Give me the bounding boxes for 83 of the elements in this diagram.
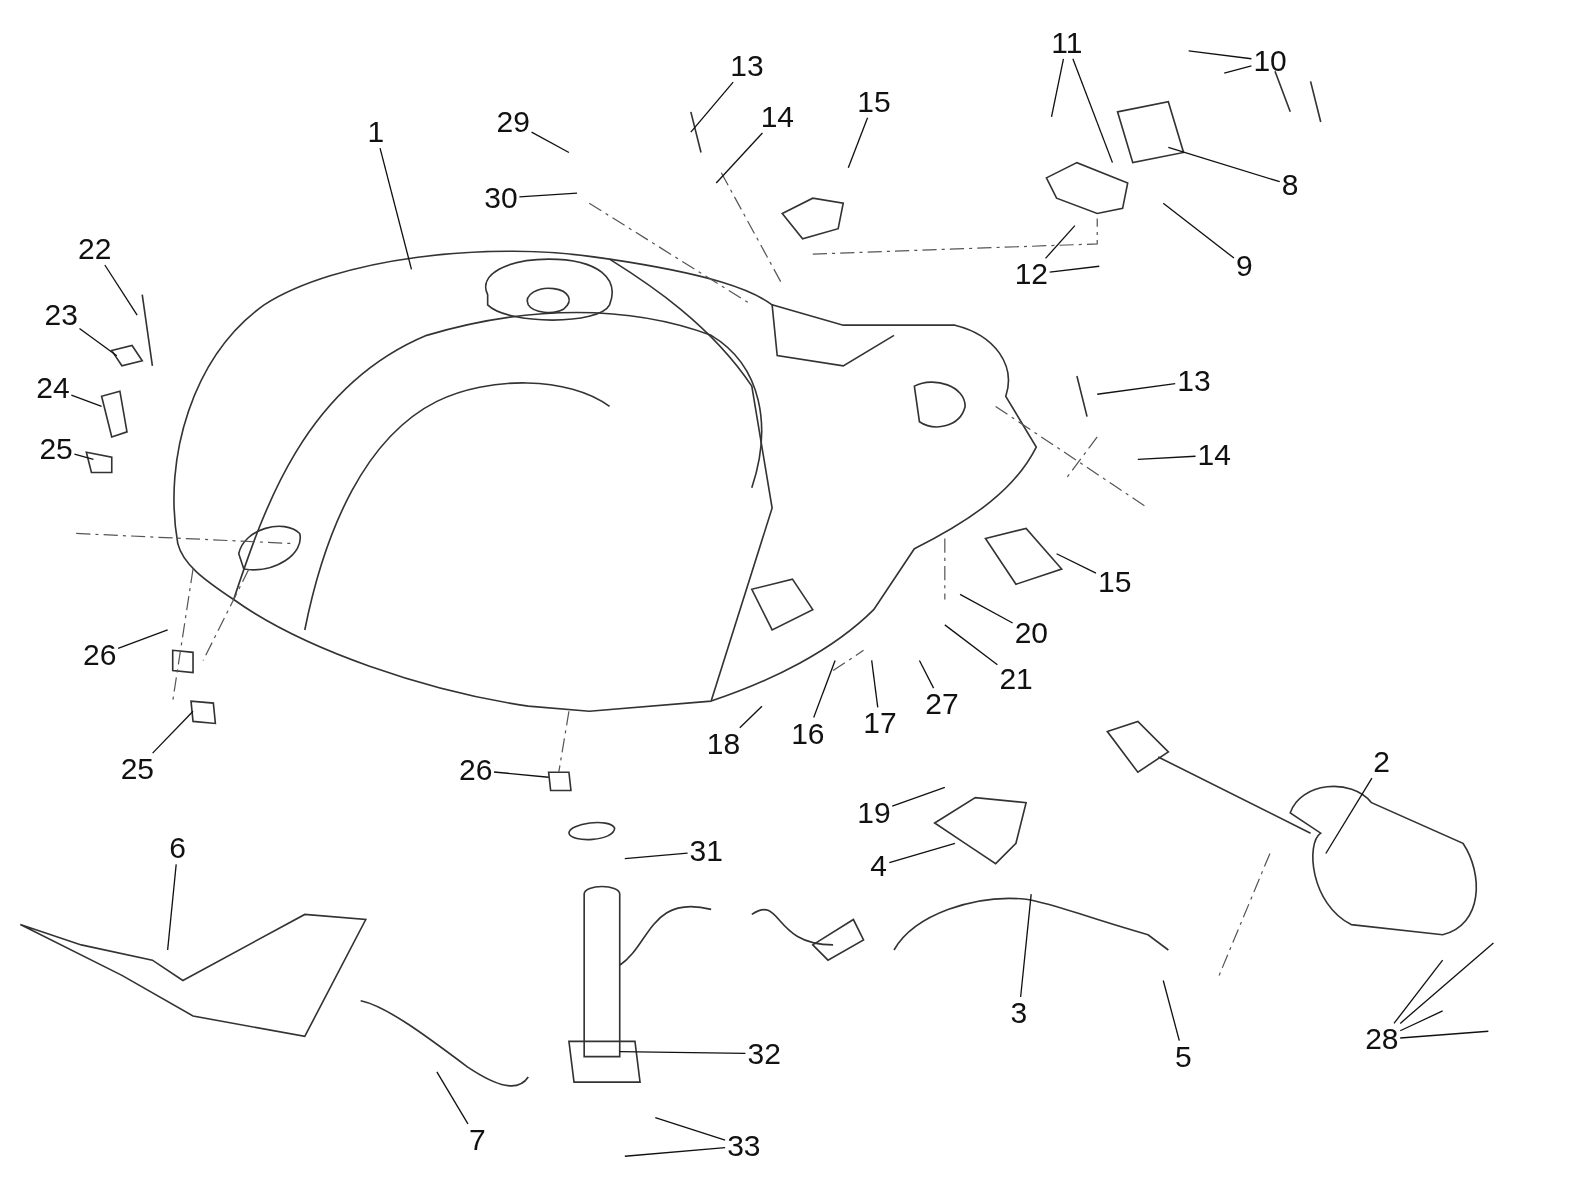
leader-line (436, 1071, 469, 1125)
leader-line (690, 81, 734, 133)
leader-line (654, 1116, 726, 1141)
callout-number: 26 (458, 755, 493, 786)
leader-line (1162, 979, 1180, 1042)
leader-line (1055, 553, 1097, 574)
callout-number: 30 (484, 183, 518, 214)
leader-line (1044, 224, 1076, 260)
callout-number: 20 (1014, 617, 1049, 648)
callout-number: 27 (925, 689, 959, 720)
callout-number: 24 (36, 373, 70, 404)
callout-number: 17 (863, 708, 897, 739)
callout-number: 31 (689, 836, 723, 867)
callout-number: 16 (791, 718, 825, 749)
leader-line (1050, 58, 1065, 118)
leader-line (619, 1050, 747, 1054)
leader-line (1137, 455, 1197, 460)
leader-line (1096, 382, 1176, 395)
leader-line (166, 863, 177, 951)
leader-line (888, 842, 956, 864)
callout-number: 1 (367, 117, 385, 148)
leader-line (624, 1147, 726, 1157)
leader-line (891, 786, 946, 807)
leader-line (530, 131, 570, 154)
leader-line (379, 147, 413, 270)
callout-number: 4 (870, 850, 887, 881)
leader-line (73, 453, 95, 460)
callout-number: 18 (706, 728, 741, 759)
callout-number: 3 (1010, 997, 1028, 1028)
leader-line (1188, 50, 1253, 60)
leader-line (1167, 146, 1281, 183)
leader-line (624, 852, 689, 860)
callout-number: 28 (1365, 1024, 1399, 1055)
callout-number: 23 (44, 299, 78, 330)
leader-line (813, 659, 836, 719)
leader-line (959, 593, 1014, 624)
leader-line (1325, 777, 1373, 855)
leader-line (1399, 942, 1495, 1025)
callout-number: 26 (83, 640, 117, 671)
leader-line (493, 771, 550, 778)
leader-line (117, 629, 169, 650)
leader-line (78, 327, 118, 357)
callout-number: 15 (1098, 567, 1132, 598)
callout-number: 9 (1236, 251, 1253, 282)
callout-number: 12 (1014, 259, 1049, 290)
callout-number: 8 (1281, 169, 1299, 200)
leader-line (518, 192, 578, 198)
leader-line (1223, 65, 1253, 74)
callout-number: 11 (1051, 27, 1083, 58)
callout-number: 25 (120, 754, 154, 785)
callout-number: 13 (730, 51, 764, 82)
leader-line (1019, 893, 1032, 998)
leader-line (1399, 1010, 1444, 1032)
callout-number: 29 (496, 106, 530, 137)
leader-line (871, 659, 879, 709)
callout-number: 2 (1373, 746, 1390, 777)
callout-number: 19 (857, 797, 891, 828)
callout-number: 32 (747, 1038, 781, 1069)
callout-number: 6 (169, 833, 186, 864)
callout-number: 14 (760, 101, 795, 132)
callout-number: 33 (727, 1131, 761, 1161)
leader-line (847, 117, 869, 169)
callout-number: 5 (1175, 1041, 1192, 1072)
callout-number: 7 (469, 1124, 486, 1155)
leader-line (104, 264, 138, 316)
callout-number: 10 (1253, 45, 1287, 76)
leader-line (918, 659, 935, 689)
leader-line (1162, 202, 1235, 259)
callout-number: 22 (77, 233, 112, 264)
callout-number: 21 (999, 663, 1033, 694)
callout-number: 14 (1197, 440, 1231, 471)
leader-line (1393, 959, 1444, 1025)
callout-number: 15 (857, 86, 891, 117)
callout-number: 13 (1177, 365, 1211, 396)
leader-line (715, 132, 764, 184)
leader-line (1072, 58, 1114, 164)
leader-line (1399, 1030, 1489, 1039)
callout-number: 25 (39, 434, 73, 465)
leader-line (739, 705, 763, 729)
leader-line (70, 394, 103, 408)
leader-line (1049, 265, 1100, 273)
leader-line (151, 710, 194, 754)
leader-line (944, 624, 999, 666)
